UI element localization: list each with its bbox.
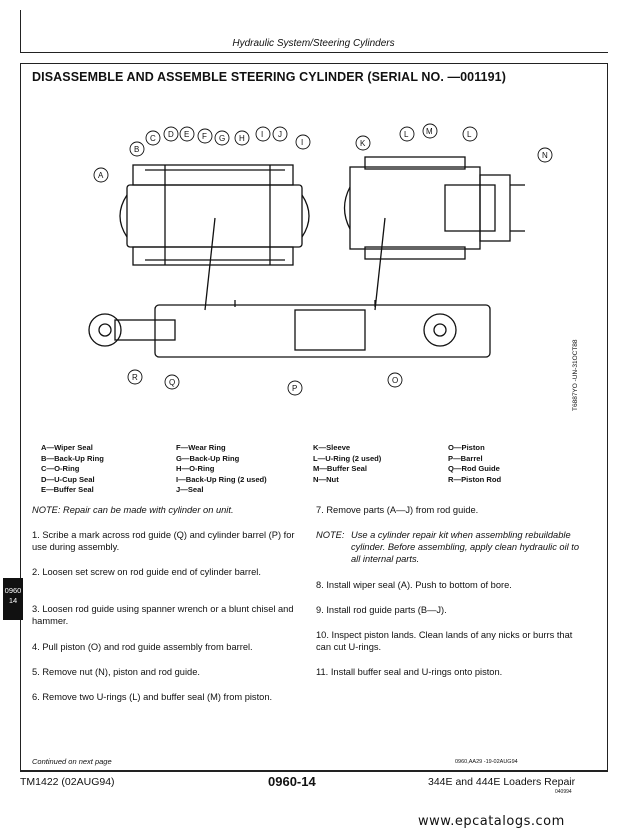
legend-col-1: A—Wiper Seal B—Back-Up Ring C—O-Ring D—U… [41,443,104,496]
svg-text:N: N [542,151,548,160]
legend-item: C—O-Ring [41,464,80,474]
svg-text:Q: Q [169,378,175,387]
step-6: 6. Remove two U-rings (L) and buffer sea… [32,692,273,702]
legend-item: O—Piston [448,443,485,452]
legend-item: Q—Rod Guide [448,464,500,474]
legend-col-4: O—Piston P—Barrel Q—Rod Guide R—Piston R… [448,443,501,485]
legend-item: P—Barrel [448,453,483,463]
legend-item: M—Buffer Seal [313,464,368,474]
legend-item: A—Wiper Seal [41,443,93,452]
svg-text:I: I [301,138,303,147]
note-repair-kit: Use a cylinder repair kit when assemblin… [351,530,580,564]
svg-text:M: M [426,127,433,136]
step-4: 4. Pull piston (O) and rod guide assembl… [32,642,253,652]
tab-line-2: 14 [8,596,18,605]
content-box [20,63,608,771]
svg-text:R: R [132,373,138,382]
tab-line-1: 0960 [4,586,22,595]
svg-text:J: J [278,130,282,139]
svg-text:F: F [202,132,207,141]
svg-text:C: C [150,134,156,143]
step-7: 7. Remove parts (A—J) from rod guide. [316,505,479,515]
step-1: 1. Scribe a mark across rod guide (Q) an… [32,530,295,552]
step-8: 8. Install wiper seal (A). Push to botto… [316,580,512,590]
svg-text:G: G [219,134,225,143]
cylinder-barrel [154,304,491,358]
doc-code: 0960,AA29 -19-02AUG94 [455,759,518,765]
header-rule [20,52,608,53]
callout-i: I [255,126,271,142]
callout-n: N [537,147,553,163]
svg-text:L: L [467,130,472,139]
legend-col-3: K—Sleeve L—U-Ring (2 used) M—Buffer Seal… [313,443,381,485]
svg-text:I: I [261,130,263,139]
callout-m: M [422,123,438,139]
legend-item: H—O-Ring [176,464,215,474]
callout-i-2: I [295,134,311,150]
legend-item: F—Wear Ring [176,443,226,452]
svg-text:D: D [168,130,174,139]
section-title: Hydraulic System/Steering Cylinders [232,38,395,49]
legend-item: R—Piston Rod [448,474,502,484]
piston-rod [114,319,176,341]
svg-text:L: L [404,130,409,139]
legend-item: B—Back-Up Ring [41,453,104,463]
callout-q: Q [164,374,180,390]
step-5: 5. Remove nut (N), piston and rod guide. [32,667,200,677]
callout-h: H [234,130,250,146]
print-code: 040994 [555,789,572,795]
step-9: 9. Install rod guide parts (B—J). [316,605,447,615]
svg-text:E: E [184,130,189,139]
callout-j: J [272,126,288,142]
section-tab: 0960 14 [3,578,23,620]
callout-a: A [93,167,109,183]
procedure-title: DISASSEMBLE AND ASSEMBLE STEERING CYLIND… [32,70,506,84]
model-title: 344E and 444E Loaders Repair [428,776,576,788]
callout-c: C [145,130,161,146]
step-10: 10. Inspect piston lands. Clean lands of… [316,630,573,652]
callout-g: G [214,130,230,146]
legend-item: L—U-Ring (2 used) [313,453,382,463]
step-11: 11. Install buffer seal and U-rings onto… [316,667,503,677]
callout-k: K [355,135,371,151]
legend-col-2: F—Wear Ring G—Back-Up Ring H—O-Ring I—Ba… [176,443,267,496]
svg-text:B: B [134,145,139,154]
page-number: 0960-14 [268,774,316,789]
continued-note: Continued on next page [32,757,112,766]
legend-item: D—U-Cup Seal [41,474,95,484]
callout-l: L [399,126,415,142]
legend-item: E—Buffer Seal [41,485,94,495]
callout-e: E [179,126,195,142]
callout-d: D [163,126,179,142]
svg-text:O: O [392,376,398,385]
piston-detail [349,166,481,250]
callout-r: R [127,369,143,385]
callout-o: O [387,372,403,388]
svg-text:A: A [98,171,104,180]
step-2: 2. Loosen set screw on rod guide end of … [32,567,261,577]
svg-text:H: H [239,134,245,143]
steering-cylinder-diagram: A B C D E F G H I J I K L M L N R Q P O [88,123,553,396]
legend-item: J—Seal [176,485,204,495]
note-repair: NOTE: Repair can be made with cylinder o… [32,505,234,515]
callout-p: P [287,380,303,396]
watermark-link[interactable]: www.epcatalogs.com [418,814,565,829]
figure-code: T6887YO -UN-31OCT88 [572,339,579,411]
rod-guide-detail [126,184,303,248]
manual-number: TM1422 (02AUG94) [20,776,115,788]
svg-text:K: K [360,139,366,148]
callout-f: F [197,128,213,144]
legend-item: K—Sleeve [313,443,351,452]
footer-rule [20,771,608,772]
callout-b: B [129,141,145,157]
callout-l-2: L [462,126,478,142]
legend-item: G—Back-Up Ring [176,453,240,463]
step-3: 3. Loosen rod guide using spanner wrench… [32,604,294,626]
legend-item: N—Nut [313,474,339,484]
svg-text:P: P [292,384,297,393]
note-label: NOTE: [316,530,345,540]
legend-item: I—Back-Up Ring (2 used) [176,474,267,484]
header-left-rule [20,10,21,52]
